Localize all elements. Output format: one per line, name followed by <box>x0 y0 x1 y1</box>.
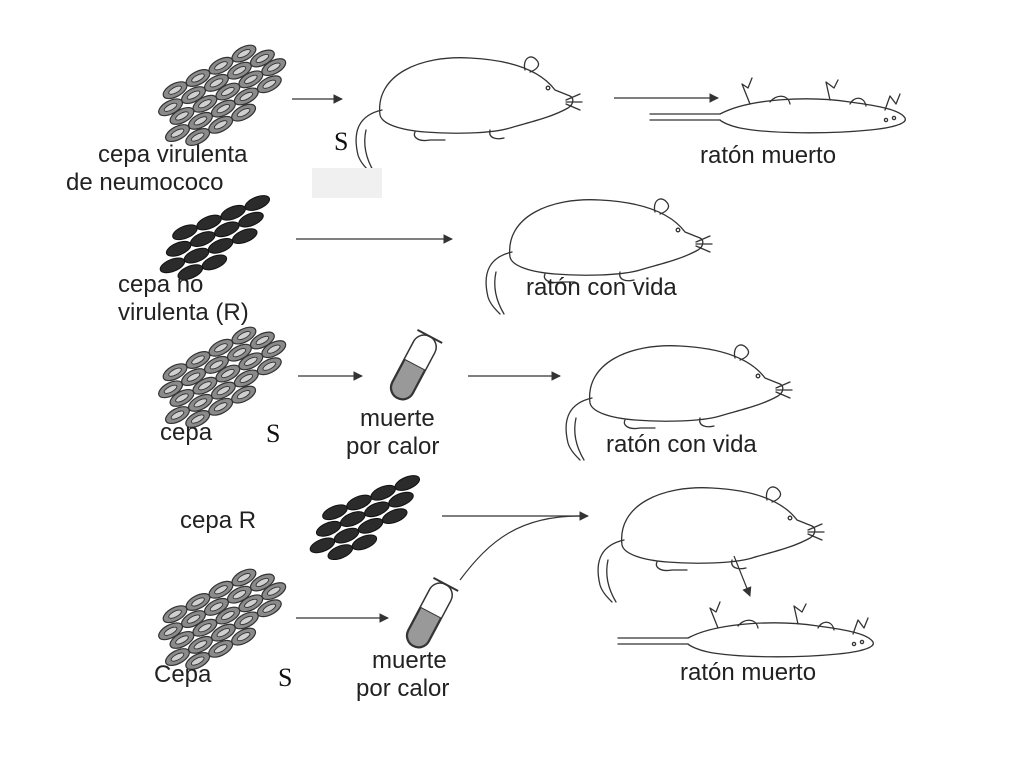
strain-s-mark: S <box>334 127 348 156</box>
mouse-dead-icon <box>617 601 874 658</box>
row-nonvirulent-strain: cepa no virulenta (R) ratón con vida <box>118 193 713 326</box>
strain-label-line2: de neumococo <box>66 169 223 196</box>
strain-r-label: cepa R <box>180 507 256 534</box>
outcome-label: ratón con vida <box>526 274 677 301</box>
mouse-dead-icon <box>649 77 906 134</box>
strain-label: cepa <box>160 419 213 446</box>
strain-label-line2: virulenta (R) <box>118 299 249 326</box>
row-heat-killed-virulent: cepa S muerte por calor ratón con vida <box>145 314 793 461</box>
treatment-line1: muerte <box>360 405 435 432</box>
strain-s-mark: S <box>266 419 280 448</box>
treatment-line2: por calor <box>356 675 449 702</box>
strain-s-label: Cepa <box>154 661 212 688</box>
arrow-icon <box>459 515 581 581</box>
row-virulent-strain: cepa virulenta de neumococo S ratón muer… <box>66 32 906 198</box>
treatment-line1: muerte <box>372 647 447 674</box>
mouse-alive-icon <box>597 486 825 603</box>
strain-s-mark: S <box>278 663 292 692</box>
test-tube-icon <box>383 328 444 406</box>
outcome-label: ratón muerto <box>680 659 816 686</box>
bacteria-cluster-icon <box>298 473 436 568</box>
outcome-label: ratón muerto <box>700 142 836 169</box>
treatment-line2: por calor <box>346 433 439 460</box>
arrow-icon <box>733 555 752 597</box>
redaction-box <box>312 168 382 198</box>
outcome-label: ratón con vida <box>606 431 757 458</box>
strain-label-line1: cepa virulenta <box>98 141 248 168</box>
test-tube-icon <box>399 576 460 654</box>
mouse-alive-icon <box>355 56 583 173</box>
row-mixed-strains: cepa R Cepa S muerte por calor ratón mue… <box>145 473 874 702</box>
strain-label-line1: cepa no <box>118 271 203 298</box>
bacteria-cluster-icon <box>145 32 301 156</box>
